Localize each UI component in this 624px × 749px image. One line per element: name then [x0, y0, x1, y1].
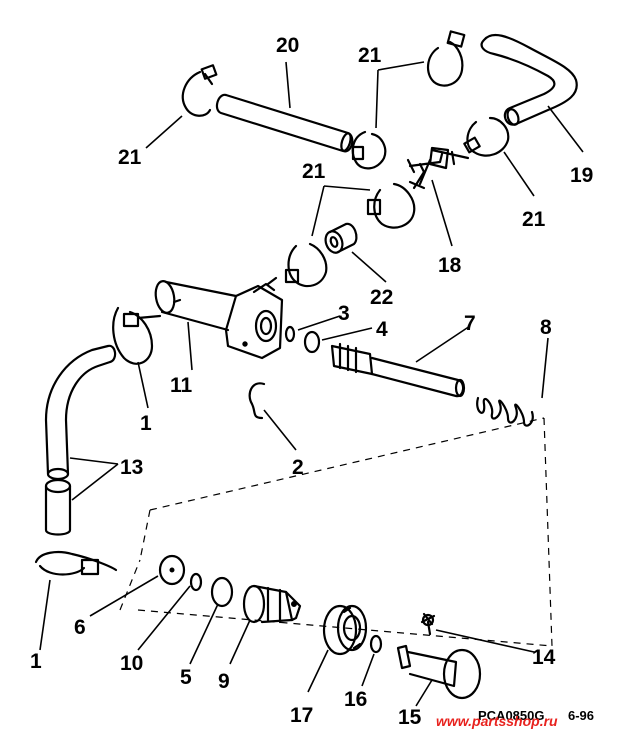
callout-17: 17 [290, 704, 313, 727]
part-13-hose-straight [44, 478, 72, 536]
part-4-o-ring [303, 330, 321, 354]
part-14-screw [420, 612, 436, 636]
watermark: www.partsshop.ru [436, 713, 558, 729]
part-21-clamp-center [366, 182, 416, 229]
part-17-flange [322, 604, 368, 656]
callout-18: 18 [438, 254, 462, 277]
part-21-clamp-right [463, 116, 510, 157]
callout-1-lower: 1 [30, 650, 42, 673]
callout-16: 16 [344, 688, 367, 711]
callout-3: 3 [338, 302, 350, 325]
part-5-o-ring [210, 576, 234, 608]
part-18-tee-fitting [406, 146, 470, 190]
part-10-o-ring [189, 572, 203, 592]
callout-numbers: 20 21 21 21 21 21 19 18 22 3 4 7 8 11 1 … [30, 34, 594, 729]
callout-15: 15 [398, 706, 422, 729]
part-21-clamp-top-left [181, 64, 218, 117]
part-6-washer [158, 554, 186, 586]
drawing-code: PCA0850G [478, 708, 544, 723]
callout-1-upper: 1 [140, 412, 152, 435]
part-7-shaft [330, 342, 466, 398]
callout-21-center: 21 [302, 160, 326, 183]
part-2-retaining-clip [248, 382, 266, 420]
part-11-housing [154, 276, 284, 360]
leader-lines [39, 61, 584, 707]
callout-4: 4 [376, 318, 388, 341]
part-16-o-ring [369, 634, 383, 654]
part-21-clamp-top-right [427, 30, 466, 87]
callout-9: 9 [218, 670, 230, 693]
callout-6: 6 [74, 616, 86, 639]
part-9-fitting [242, 584, 302, 624]
callout-2: 2 [292, 456, 304, 479]
part-20-hose [215, 93, 354, 153]
callout-13: 13 [120, 456, 143, 479]
callout-5: 5 [180, 666, 192, 689]
part-1-clamp-upper [112, 306, 162, 365]
part-8-spring [476, 396, 534, 427]
callout-8: 8 [540, 316, 552, 339]
part-15-knob [396, 644, 482, 700]
part-21-clamp-middle [351, 130, 387, 170]
callout-19: 19 [570, 164, 593, 187]
date-code: 6-96 [568, 708, 594, 723]
callout-22: 22 [370, 286, 393, 309]
part-22-bushing [324, 222, 358, 254]
part-1-clamp-lower [34, 551, 118, 576]
callout-14: 14 [532, 646, 556, 669]
callout-7: 7 [464, 312, 476, 335]
part-3-o-ring [284, 325, 296, 343]
callout-11: 11 [170, 374, 193, 397]
part-21-clamp-left-middle [284, 242, 328, 288]
part-19-bent-hose [480, 33, 578, 126]
assembly-dashed-outline [119, 417, 553, 647]
callout-21-left: 21 [118, 146, 142, 169]
callout-10: 10 [120, 652, 143, 675]
callout-20: 20 [276, 34, 299, 57]
callout-21-right: 21 [522, 208, 546, 231]
callout-21-top: 21 [358, 44, 382, 67]
